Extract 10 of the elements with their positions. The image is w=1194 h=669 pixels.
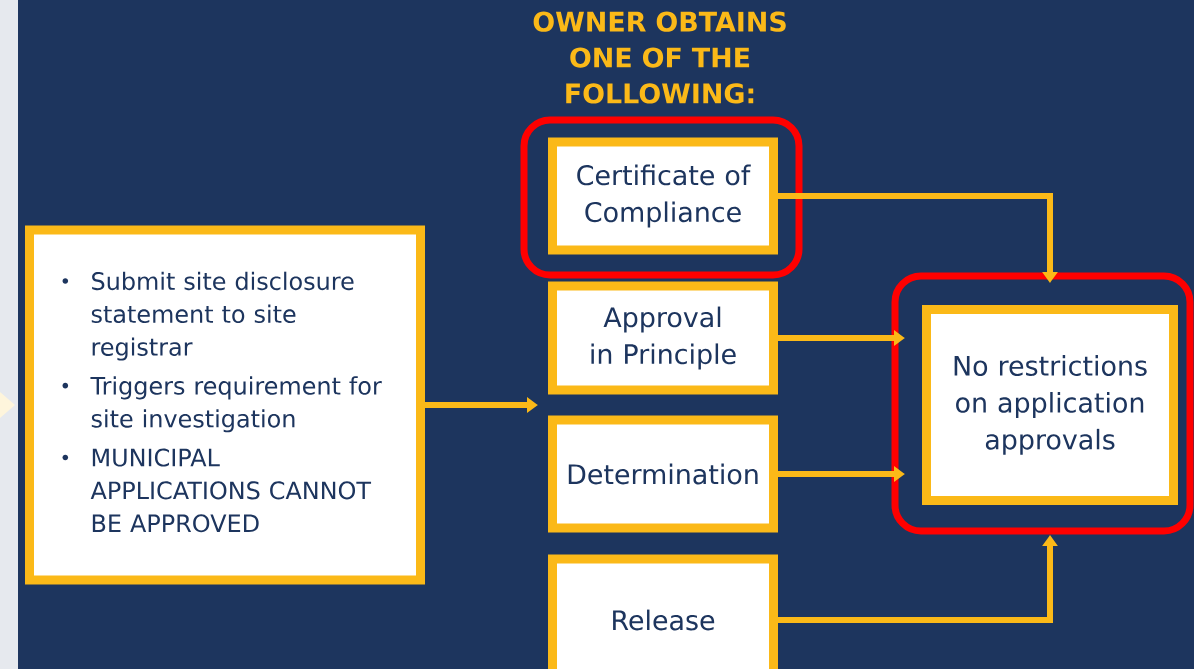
process-box: No restrictions on application approvals [922, 305, 1178, 505]
process-box: Release [548, 554, 778, 669]
process-box: Approval in Principle [548, 281, 778, 395]
bullet-list-box [25, 225, 425, 585]
bullet-item: Submit site disclosure statement to site registrar [62, 271, 354, 361]
heading: OWNER OBTAINS ONE OF THE FOLLOWING: [533, 11, 786, 104]
bullet-item: Triggers requirement for site investigation [62, 376, 382, 433]
process-box: Determination [548, 415, 778, 533]
process-box: Certificate of Compliance [548, 137, 778, 255]
bullet-item: MUNICIPAL APPLICATIONS CANNOT BE APPROVED [62, 448, 372, 533]
